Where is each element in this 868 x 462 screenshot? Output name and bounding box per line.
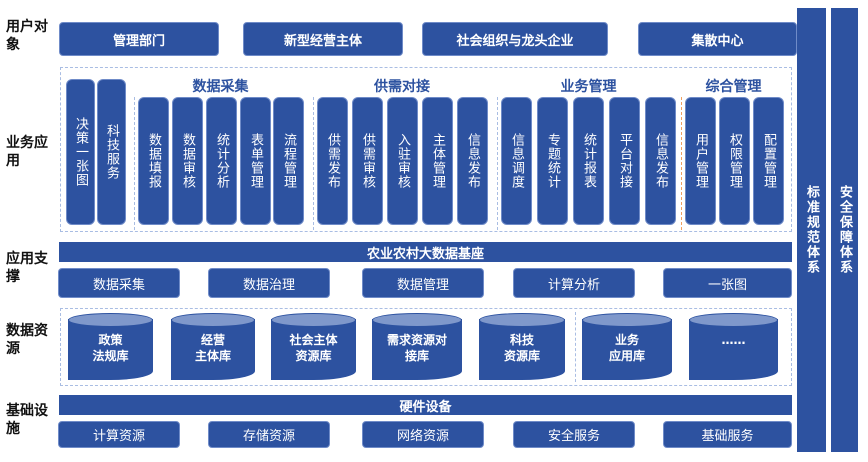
app-column[interactable]: 科技服务 (97, 79, 126, 225)
app-group-title: 供需对接 (374, 79, 430, 95)
user-object-box[interactable]: 集散中心 (638, 22, 797, 56)
app-column[interactable]: 平台对接 (609, 97, 640, 225)
database-label: 需求资源对 接库 (386, 333, 447, 363)
app-group-title: 综合管理 (705, 79, 762, 95)
layer-label-infra: 基础设施 (6, 403, 48, 437)
cylinder-top (171, 313, 255, 327)
cylinder-body (372, 319, 462, 380)
app-column[interactable]: 主体管理 (422, 97, 453, 225)
data-resources-frame (60, 308, 792, 386)
infra-item[interactable]: 计算资源 (58, 421, 180, 448)
app-column[interactable]: 专题统计 (537, 97, 568, 225)
database-label: …… (721, 333, 746, 347)
layer-label-data: 数据资源 (6, 323, 48, 357)
cylinder-body (479, 319, 565, 380)
infra-item[interactable]: 存储资源 (208, 421, 330, 448)
support-base-bar: 农业农村大数据基座 (59, 242, 792, 262)
user-object-box[interactable]: 新型经营主体 (243, 22, 403, 56)
security-system-bar: 安全保障体系 (831, 8, 858, 452)
database-cylinder[interactable]: 科技 资源库 (479, 313, 565, 380)
infra-item[interactable]: 安全服务 (513, 421, 635, 448)
cylinder-top (271, 313, 356, 327)
app-column[interactable]: 信息调度 (501, 97, 532, 225)
standards-system-bar: 标准规范体系 (797, 8, 826, 452)
app-column[interactable]: 用户管理 (685, 97, 716, 225)
cylinder-body (271, 319, 356, 380)
database-cylinder[interactable]: 经营 主体库 (171, 313, 255, 380)
layer-label-support: 应用支撑 (6, 251, 48, 285)
app-column[interactable]: 统计分析 (206, 97, 237, 225)
app-group-title: 数据采集 (192, 79, 249, 95)
cylinder-top (68, 313, 153, 327)
database-label: 政策 法规库 (92, 333, 129, 363)
user-object-box[interactable]: 社会组织与龙头企业 (422, 22, 608, 56)
app-column[interactable]: 统计报表 (573, 97, 604, 225)
database-cylinder[interactable]: 业务 应用库 (582, 313, 672, 380)
app-column[interactable]: 表单管理 (240, 97, 271, 225)
app-column[interactable]: 流程管理 (273, 97, 304, 225)
support-item[interactable]: 一张图 (663, 268, 792, 298)
cylinder-top (479, 313, 565, 327)
app-column[interactable]: 配置管理 (753, 97, 784, 225)
infra-base-bar: 硬件设备 (59, 395, 792, 415)
database-cylinder[interactable]: 政策 法规库 (68, 313, 153, 380)
group-divider (497, 97, 498, 230)
support-item[interactable]: 计算分析 (513, 268, 635, 298)
group-divider (681, 97, 682, 230)
group-divider (313, 97, 314, 230)
database-label: 业务 应用库 (608, 333, 645, 363)
layer-label-users: 用户对象 (6, 19, 48, 53)
database-cylinder[interactable]: …… (689, 313, 778, 380)
app-column[interactable]: 数据填报 (138, 97, 169, 225)
infra-item[interactable]: 基础服务 (663, 421, 792, 448)
database-label: 社会主体 资源库 (289, 333, 338, 363)
business-apps-frame (60, 67, 792, 232)
cylinder-body (582, 319, 672, 380)
app-column[interactable]: 决策一张图 (66, 79, 95, 225)
group-divider (134, 97, 135, 230)
cylinder-top (582, 313, 672, 327)
cylinder-top (372, 313, 462, 327)
cylinder-body (68, 319, 153, 380)
app-column[interactable]: 数据审核 (172, 97, 203, 225)
support-item[interactable]: 数据管理 (362, 268, 484, 298)
support-item[interactable]: 数据治理 (208, 268, 330, 298)
cylinder-body (171, 319, 255, 380)
support-item[interactable]: 数据采集 (58, 268, 180, 298)
cylinder-top (689, 313, 778, 327)
app-column[interactable]: 入驻审核 (387, 97, 418, 225)
app-column[interactable]: 信息发布 (457, 97, 488, 225)
app-column[interactable]: 权限管理 (719, 97, 750, 225)
app-column[interactable]: 信息发布 (645, 97, 676, 225)
database-cylinder[interactable]: 社会主体 资源库 (271, 313, 356, 380)
app-column[interactable]: 供需审核 (352, 97, 383, 225)
app-column[interactable]: 供需发布 (317, 97, 348, 225)
layer-label-apps: 业务应用 (6, 135, 48, 169)
database-cylinder[interactable]: 需求资源对 接库 (372, 313, 462, 380)
data-divider (575, 312, 576, 382)
database-label: 经营 主体库 (194, 333, 231, 363)
database-label: 科技 资源库 (503, 333, 540, 363)
cylinder-body (689, 319, 778, 380)
infra-item[interactable]: 网络资源 (362, 421, 484, 448)
user-object-box[interactable]: 管理部门 (59, 22, 219, 56)
app-group-title: 业务管理 (560, 79, 617, 95)
